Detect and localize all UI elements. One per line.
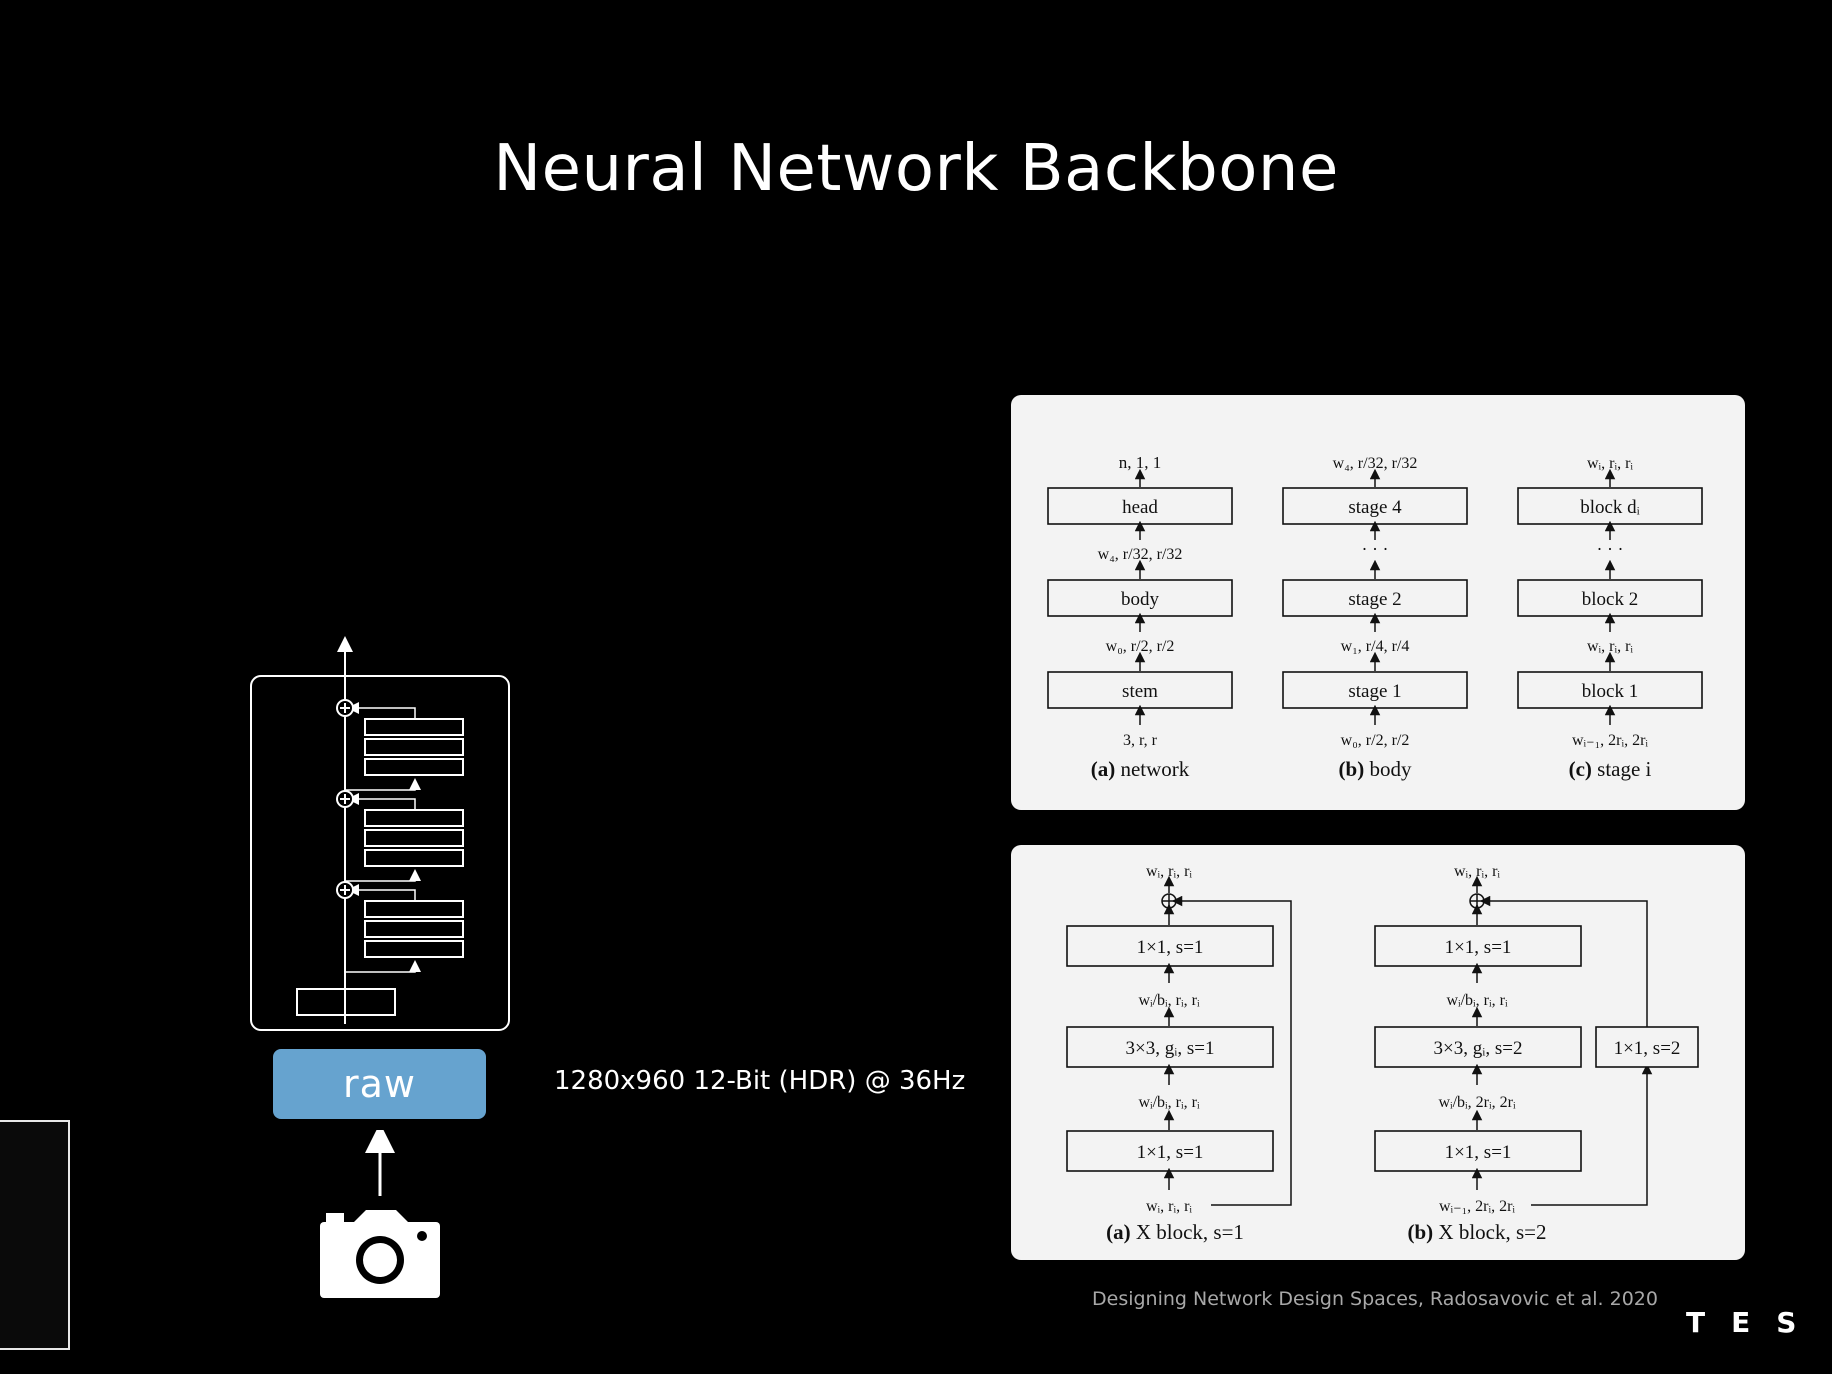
- body-label: body: [1121, 589, 1160, 610]
- body-dots: · · ·: [1362, 539, 1389, 559]
- residual-group-3: [336, 881, 464, 973]
- stage4-label: stage 4: [1348, 497, 1402, 518]
- residual-group-2: [336, 790, 464, 882]
- xblock-s2-input-label: wᵢ₋₁, 2rᵢ, 2rᵢ: [1439, 1198, 1515, 1215]
- column-network: n, 1, 1 head w₄, r/32, r/32 body w₀, r/2…: [1047, 453, 1233, 781]
- xblock-s2-conv-mid-label: 3×3, gᵢ, s=2: [1434, 1038, 1523, 1059]
- xblock-s2-mid-upper-label: wᵢ/bᵢ, rᵢ, rᵢ: [1446, 992, 1508, 1009]
- xblock-s1-conv-mid-label: 3×3, gᵢ, s=1: [1126, 1038, 1215, 1059]
- network-mid-lower-label: w₀, r/2, r/2: [1106, 638, 1175, 655]
- block2-box: [1517, 579, 1703, 617]
- head-box: [1047, 487, 1233, 525]
- regnet-structure-diagram: n, 1, 1 head w₄, r/32, r/32 body w₀, r/2…: [1047, 453, 1703, 781]
- network-mid-upper-label: w₄, r/32, r/32: [1098, 546, 1183, 563]
- block1-label: block 1: [1582, 681, 1638, 702]
- stage-dots: · · ·: [1597, 539, 1624, 559]
- block-d-label: block dᵢ: [1580, 497, 1640, 518]
- stage-mid-lower-label: wᵢ, rᵢ, rᵢ: [1587, 638, 1633, 655]
- column-stage: wᵢ, rᵢ, rᵢ block dᵢ · · · block 2 wᵢ, rᵢ…: [1517, 455, 1703, 781]
- network-caption: (a) network: [1091, 757, 1190, 781]
- xblock-s2-conv-mid: [1374, 1026, 1582, 1068]
- network-input-label: 3, r, r: [1123, 732, 1158, 749]
- xblock-s1: wᵢ, rᵢ, rᵢ 1×1, s=1 wᵢ/bᵢ, rᵢ, rᵢ 3×3, g…: [1066, 863, 1292, 1244]
- xblock-s2-shortcut-box: [1595, 1026, 1699, 1068]
- block-d-box: [1517, 487, 1703, 525]
- stage2-box: [1282, 579, 1468, 617]
- xblock-s1-mid-upper-label: wᵢ/bᵢ, rᵢ, rᵢ: [1138, 992, 1200, 1009]
- citation-text: Designing Network Design Spaces, Radosav…: [1092, 1288, 1658, 1310]
- stage1-box: [1282, 671, 1468, 709]
- stage2-label: stage 2: [1348, 589, 1401, 610]
- stem-box: [296, 988, 396, 1016]
- stem-label: stem: [1122, 681, 1158, 702]
- stage-input-label: wᵢ₋₁, 2rᵢ, 2rᵢ: [1572, 732, 1648, 749]
- block1-box: [1517, 671, 1703, 709]
- stage4-box: [1282, 487, 1468, 525]
- head-label: head: [1122, 497, 1158, 518]
- xblock-diagram: wᵢ, rᵢ, rᵢ 1×1, s=1 wᵢ/bᵢ, rᵢ, rᵢ 3×3, g…: [1066, 863, 1699, 1244]
- xblock-s1-conv-mid: [1066, 1026, 1274, 1068]
- xblock-s1-conv-top: [1066, 925, 1274, 967]
- xblock-s1-conv-bot: [1066, 1130, 1274, 1172]
- xblock-s2-conv-bot-label: 1×1, s=1: [1445, 1142, 1512, 1163]
- xblock-panel: wᵢ, rᵢ, rᵢ 1×1, s=1 wᵢ/bᵢ, rᵢ, rᵢ 3×3, g…: [1011, 845, 1745, 1260]
- stage-caption: (c) stage i: [1569, 757, 1652, 781]
- xblock-s1-mid-lower-label: wᵢ/bᵢ, rᵢ, rᵢ: [1138, 1094, 1200, 1111]
- camera-group: [320, 1130, 440, 1298]
- xblock-s2-conv-top-label: 1×1, s=1: [1445, 937, 1512, 958]
- xblock-s2-skip-in: [1531, 1063, 1653, 1206]
- xblock-s2-skip-out: [1479, 895, 1648, 1027]
- body-caption: (b) body: [1339, 757, 1412, 781]
- column-body: w₄, r/32, r/32 stage 4 · · · stage 2 w₁,…: [1282, 455, 1468, 781]
- body-mid-lower-label: w₁, r/4, r/4: [1341, 638, 1410, 655]
- xblock-s2-conv-bot: [1374, 1130, 1582, 1172]
- video-thumbnail[interactable]: [0, 1120, 70, 1350]
- block2-label: block 2: [1582, 589, 1638, 610]
- raw-input-badge: raw: [273, 1049, 486, 1119]
- xblock-s2-conv-top: [1374, 925, 1582, 967]
- regnet-structure-panel: n, 1, 1 head w₄, r/32, r/32 body w₀, r/2…: [1011, 395, 1745, 810]
- stage1-label: stage 1: [1348, 681, 1401, 702]
- xblock-s1-top-label: wᵢ, rᵢ, rᵢ: [1146, 863, 1192, 880]
- residual-group-1: [336, 699, 464, 791]
- network-top-label: n, 1, 1: [1119, 453, 1162, 472]
- stack-frame: [250, 675, 510, 1031]
- body-input-label: w₀, r/2, r/2: [1341, 732, 1410, 749]
- body-top-label: w₄, r/32, r/32: [1333, 455, 1418, 472]
- xblock-s1-caption: (a) X block, s=1: [1106, 1220, 1244, 1244]
- residual-stack-diagram: [250, 636, 510, 1031]
- xblock-s2-top-label: wᵢ, rᵢ, rᵢ: [1454, 863, 1500, 880]
- xblock-s1-conv-top-label: 1×1, s=1: [1137, 937, 1204, 958]
- xblock-s1-input-label: wᵢ, rᵢ, rᵢ: [1146, 1198, 1192, 1215]
- sensor-spec-label: 1280x960 12-Bit (HDR) @ 36Hz: [554, 1066, 966, 1096]
- camera-icon: [320, 1210, 440, 1298]
- stage-top-label: wᵢ, rᵢ, rᵢ: [1587, 455, 1633, 472]
- body-box: [1047, 579, 1233, 617]
- brand-logo: TES: [1686, 1306, 1823, 1339]
- xblock-s2-mid-lower-label: wᵢ/bᵢ, 2rᵢ, 2rᵢ: [1438, 1094, 1516, 1111]
- slide-title: Neural Network Backbone: [493, 132, 1339, 206]
- xblock-s2: wᵢ, rᵢ, rᵢ 1×1, s=1 wᵢ/bᵢ, rᵢ, rᵢ 3×3, g…: [1374, 863, 1699, 1244]
- xblock-s2-caption: (b) X block, s=2: [1407, 1220, 1546, 1244]
- xblock-s1-conv-bot-label: 1×1, s=1: [1137, 1142, 1204, 1163]
- xblock-s2-shortcut-label: 1×1, s=2: [1614, 1038, 1681, 1059]
- xblock-s1-skip: [1171, 895, 1292, 1206]
